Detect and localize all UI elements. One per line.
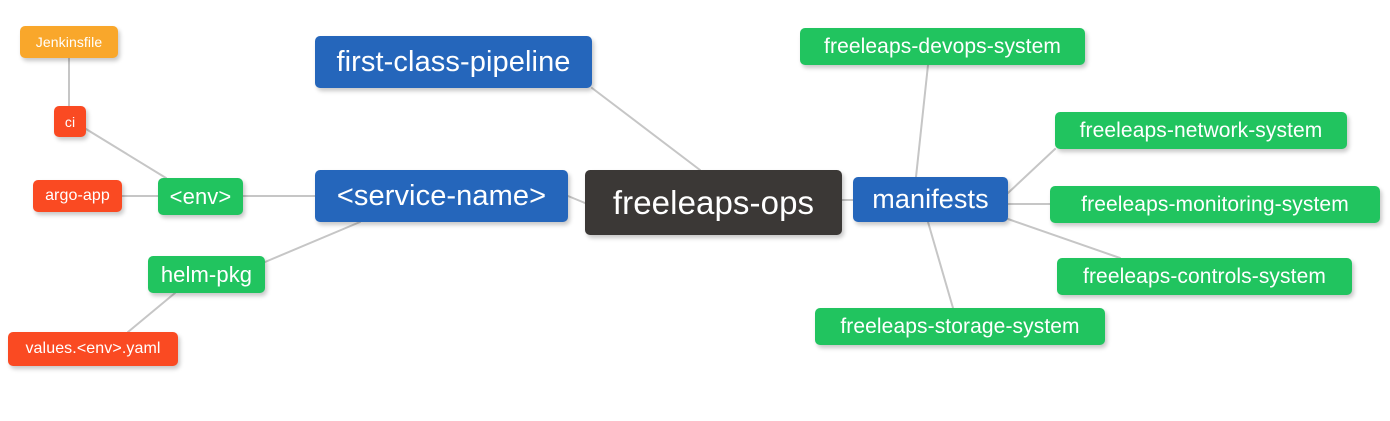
edge-manifests-to-devops-system [915,64,929,178]
edge-env-to-ci [85,128,167,179]
mindmap-node-label: manifests [872,184,989,214]
mindmap-node-label: <env> [169,183,232,209]
mindmap-node-label: freeleaps-storage-system [840,315,1080,338]
mindmap-node-first-class-pipeline[interactable]: first-class-pipeline [315,36,592,88]
mindmap-node-label: freeleaps-devops-system [824,35,1061,58]
mindmap-node-freeleaps-ops[interactable]: freeleaps-ops [585,170,842,235]
mindmap-node-values-yaml[interactable]: values.<env>.yaml [8,332,178,366]
mindmap-node-service-name[interactable]: <service-name> [315,170,568,222]
mindmap-node-label: <service-name> [336,179,547,212]
mindmap-node-manifests[interactable]: manifests [853,177,1008,222]
mindmap-node-label: first-class-pipeline [336,45,571,78]
edge-manifests-to-controls-system [1007,218,1121,259]
mindmap-node-label: argo-app [45,187,110,204]
mindmap-node-ci[interactable]: ci [54,106,86,137]
mindmap-node-label: Jenkinsfile [35,34,103,50]
mindmap-node-env[interactable]: <env> [158,178,243,215]
mindmap-node-argo-app[interactable]: argo-app [33,180,122,212]
mindmap-node-network-system[interactable]: freeleaps-network-system [1055,112,1347,149]
mindmap-node-label: values.<env>.yaml [25,340,161,357]
mindmap-node-label: freeleaps-ops [612,184,815,221]
mindmap-node-label: freeleaps-network-system [1079,119,1323,142]
mindmap-node-storage-system[interactable]: freeleaps-storage-system [815,308,1105,345]
edge-manifests-to-network-system [1007,148,1056,194]
mindmap-node-label: freeleaps-controls-system [1083,265,1326,288]
mindmap-node-jenkinsfile[interactable]: Jenkinsfile [20,26,118,58]
mindmap-node-label: ci [64,113,76,130]
edge-service-name-to-helm-pkg [264,221,361,263]
mindmap-node-label: freeleaps-monitoring-system [1081,193,1349,216]
mindmap-node-monitoring-system[interactable]: freeleaps-monitoring-system [1050,186,1380,223]
mindmap-node-helm-pkg[interactable]: helm-pkg [148,256,265,293]
mindmap-node-controls-system[interactable]: freeleaps-controls-system [1057,258,1352,295]
edge-freeleaps-ops-to-service-name [567,195,586,204]
mindmap-node-label: helm-pkg [160,261,253,287]
mindmap-node-devops-system[interactable]: freeleaps-devops-system [800,28,1085,65]
edge-helm-pkg-to-values-yaml [127,292,176,333]
edge-freeleaps-ops-to-first-class-pipeline [591,87,701,171]
edge-manifests-to-storage-system [927,221,954,309]
